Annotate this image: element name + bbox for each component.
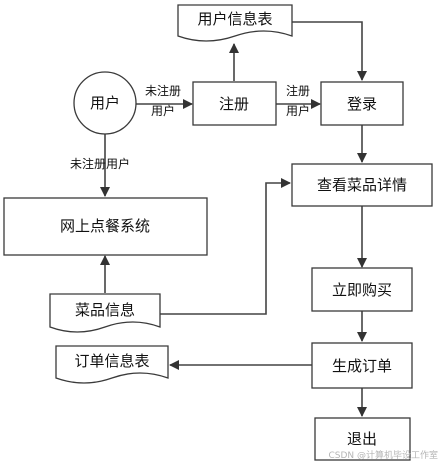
node-online-ordering-system: 网上点餐系统 — [3, 197, 208, 256]
edge-label-register-to-login-line1: 注册 — [286, 83, 310, 98]
node-buy-now: 立即购买 — [311, 267, 413, 312]
node-online-ordering-system-label: 网上点餐系统 — [60, 217, 150, 235]
node-user-info-table: 用户信息表 — [177, 4, 293, 42]
node-buy-now-label: 立即购买 — [332, 281, 392, 299]
edge-label-register-to-login-line2: 用户 — [286, 103, 310, 118]
edge-label-user-to-register-line1: 未注册 — [145, 83, 181, 98]
edge-labels: 未注册 用户 注册 用户 未注册用户 — [70, 83, 310, 171]
edges — [100, 21, 367, 417]
node-generate-order: 生成订单 — [311, 342, 413, 389]
node-exit-label: 退出 — [347, 430, 377, 448]
edge-user-info-table-to-login — [292, 21, 367, 81]
node-login: 登录 — [320, 81, 404, 126]
node-order-info-table-label: 订单信息表 — [74, 352, 149, 370]
node-user-info-table-label: 用户信息表 — [197, 10, 272, 28]
edge-label-user-to-system: 未注册用户 — [70, 156, 130, 171]
edge-dish-info-to-view-details — [160, 178, 291, 315]
node-dish-info: 菜品信息 — [49, 293, 161, 333]
node-register-label: 注册 — [219, 95, 249, 113]
node-order-info-table: 订单信息表 — [55, 345, 169, 384]
node-view-dish-details-label: 查看菜品详情 — [317, 176, 407, 194]
node-generate-order-label: 生成订单 — [332, 357, 392, 375]
edge-label-user-to-register-line2: 用户 — [151, 103, 175, 118]
node-dish-info-label: 菜品信息 — [75, 301, 135, 319]
node-exit: 退出 — [314, 417, 411, 461]
node-user-label: 用户 — [90, 94, 120, 112]
node-register: 注册 — [192, 81, 277, 126]
node-view-dish-details: 查看菜品详情 — [291, 163, 433, 207]
node-login-label: 登录 — [347, 95, 377, 113]
node-user: 用户 — [73, 71, 137, 135]
watermark: CSDN @计算机毕设工作室 — [328, 449, 438, 461]
